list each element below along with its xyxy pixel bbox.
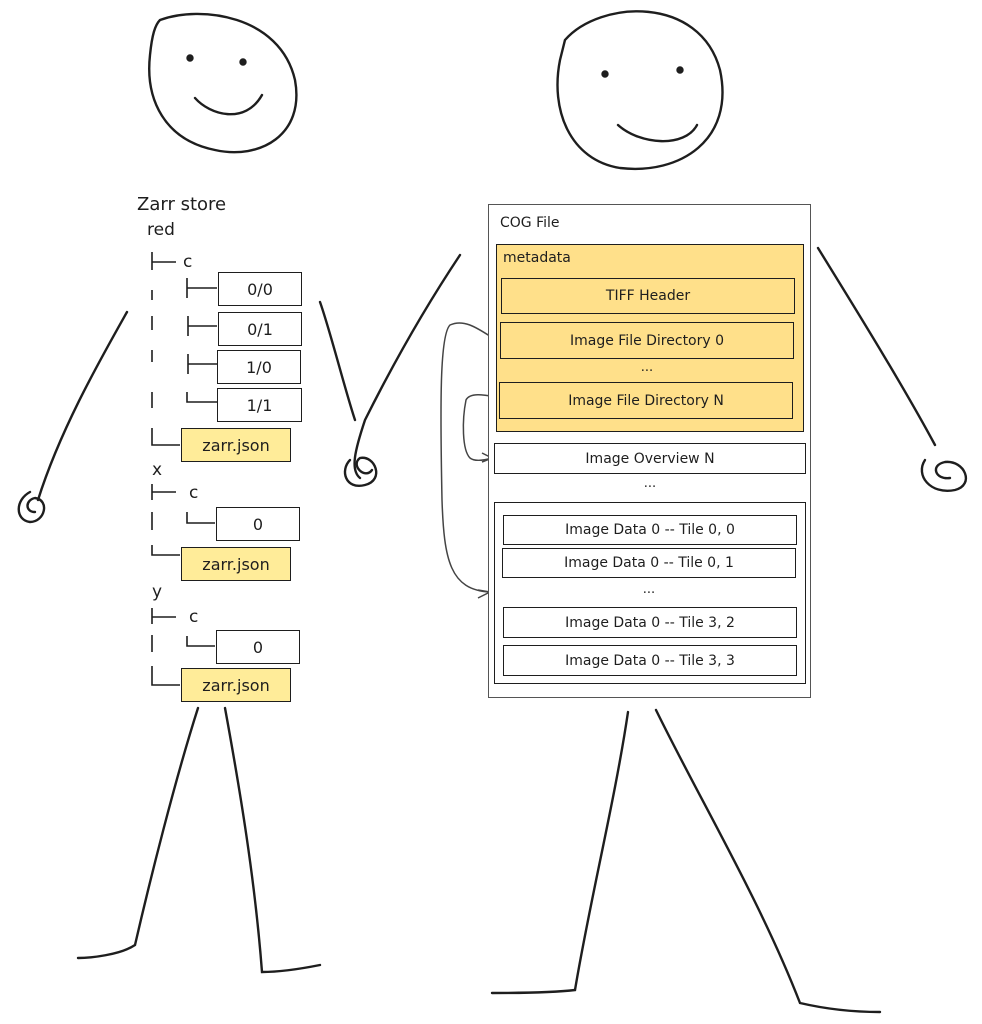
metadata-ellipsis: ... bbox=[640, 360, 654, 375]
zarr-group-y: y bbox=[152, 582, 163, 602]
right-figure-head bbox=[556, 10, 724, 171]
tiff-header[interactable]: TIFF Header bbox=[501, 278, 795, 314]
chunk-1-1[interactable]: 1/1 bbox=[217, 388, 302, 422]
x-chunk-0[interactable]: 0 bbox=[216, 507, 300, 541]
tile-0-1[interactable]: Image Data 0 -- Tile 0, 1 bbox=[502, 548, 796, 578]
chunk-0-0[interactable]: 0/0 bbox=[218, 272, 302, 306]
chunk-dir-label: c bbox=[189, 483, 199, 503]
cog-file-title: COG File bbox=[500, 215, 560, 231]
zarr-group-red: red bbox=[147, 220, 175, 240]
chunk-dir-label: c bbox=[189, 607, 199, 627]
zarr-store-title: Zarr store bbox=[137, 194, 227, 215]
zarr-group-x: x bbox=[152, 460, 163, 480]
left-figure-head bbox=[148, 12, 298, 154]
red-zarr-json[interactable]: zarr.json bbox=[181, 428, 291, 462]
chunk-1-0[interactable]: 1/0 bbox=[217, 350, 301, 384]
tile-0-0[interactable]: Image Data 0 -- Tile 0, 0 bbox=[503, 515, 797, 545]
y-chunk-0[interactable]: 0 bbox=[216, 630, 300, 664]
chunk-0-1[interactable]: 0/1 bbox=[218, 312, 302, 346]
image-file-directory-0[interactable]: Image File Directory 0 bbox=[500, 322, 794, 359]
chunk-dir-label: c bbox=[183, 252, 193, 272]
image-file-directory-n[interactable]: Image File Directory N bbox=[499, 382, 793, 419]
tile-3-3[interactable]: Image Data 0 -- Tile 3, 3 bbox=[503, 645, 797, 676]
tiles-ellipsis: ... bbox=[642, 582, 656, 597]
y-zarr-json[interactable]: zarr.json bbox=[181, 668, 291, 702]
image-data-section bbox=[494, 502, 806, 684]
image-overview-n[interactable]: Image Overview N bbox=[494, 443, 806, 474]
tile-3-2[interactable]: Image Data 0 -- Tile 3, 2 bbox=[503, 607, 797, 638]
metadata-label: metadata bbox=[503, 250, 571, 266]
overview-ellipsis: ... bbox=[643, 476, 657, 491]
x-zarr-json[interactable]: zarr.json bbox=[181, 547, 291, 581]
